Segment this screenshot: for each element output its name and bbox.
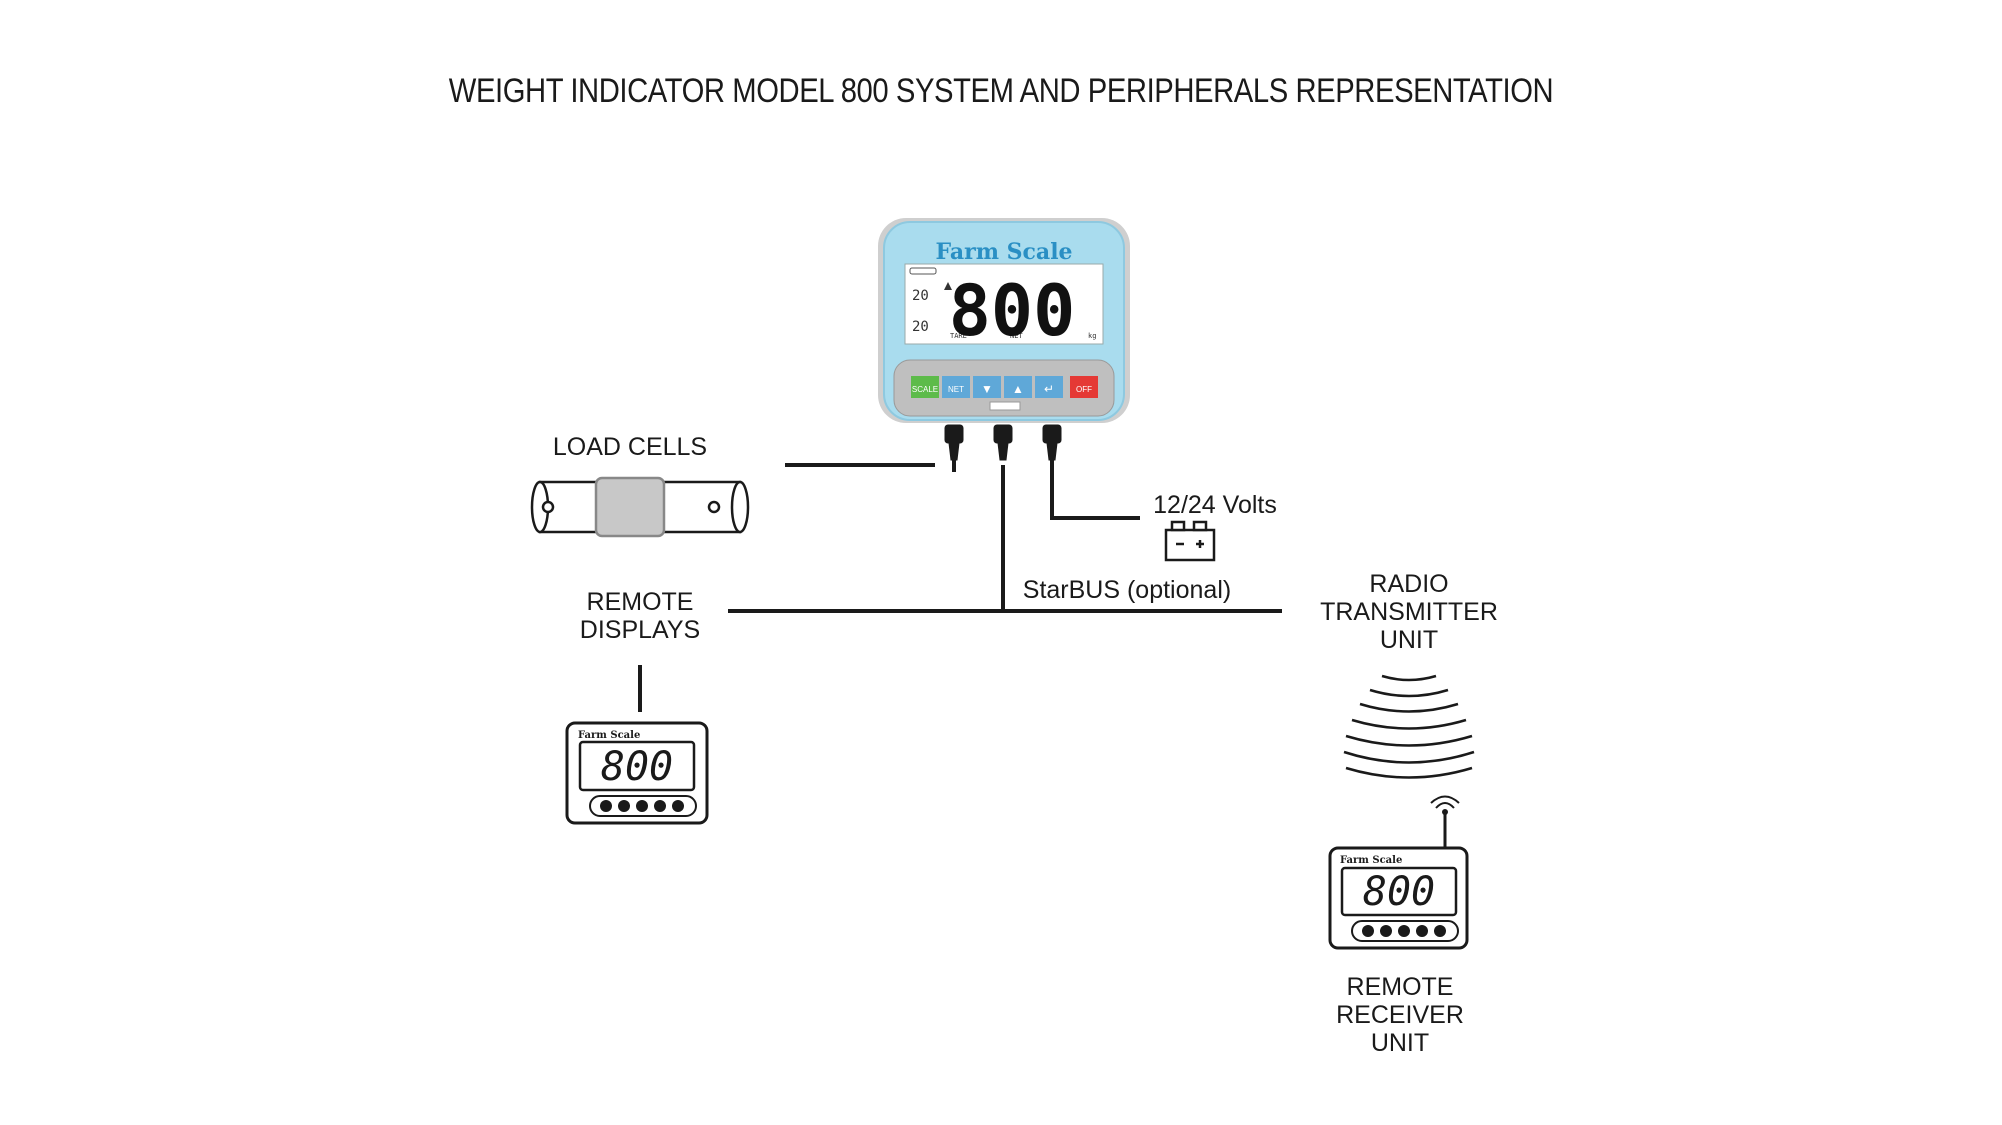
volts-label: 12/24 Volts (1153, 491, 1277, 519)
receiver-signal-icon (1435, 802, 1455, 809)
button-scale[interactable] (911, 376, 939, 398)
connection-lines (638, 460, 1282, 712)
lcd-side-readouts: 20 20 TARE NET kg (909, 267, 1096, 340)
remote-receiver-reading: 800 (1363, 869, 1435, 915)
svg-text:20: 20 (912, 288, 929, 304)
starbus-label: StarBUS (optional) (1022, 576, 1232, 604)
svg-text:kg: kg (1088, 332, 1096, 340)
load-cells-label: LOAD CELLS (552, 433, 708, 461)
button-off[interactable] (1070, 376, 1098, 398)
remote-display-brand: Farm Scale (578, 730, 640, 741)
indicator-buttons: SCALE NET ▼ ▲ ↵ OFF (911, 376, 1098, 398)
button-down-icon: ▼ (981, 382, 993, 396)
button-up-icon: ▲ (1012, 382, 1024, 396)
button-down[interactable] (973, 376, 1001, 398)
connector-power (1042, 424, 1062, 461)
radio-waves-icon (1343, 674, 1475, 779)
remote-display-device: Farm Scale 800 (565, 721, 709, 825)
button-net[interactable] (942, 376, 970, 398)
svg-text:20: 20 (912, 319, 929, 335)
indicator-reading: 800 (949, 270, 1075, 352)
svg-text:TARE: TARE (950, 332, 967, 340)
button-net-label: NET (948, 385, 964, 394)
remote-receiver-brand: Farm Scale (1340, 855, 1402, 866)
indicator-brand: Farm Scale (935, 239, 1072, 265)
connector-starbus (993, 424, 1013, 461)
button-up[interactable] (1004, 376, 1032, 398)
indicator-model-plate (989, 401, 1021, 411)
radio-transmitter-label: RADIO TRANSMITTER UNIT (1320, 570, 1498, 654)
power-line (1050, 460, 1140, 520)
battery-icon (1164, 520, 1216, 562)
weight-indicator: Farm Scale 20 20 TARE NET kg 800 SCALE N… (878, 218, 1130, 472)
svg-text:NET: NET (1010, 332, 1023, 340)
remote-receiver-label: REMOTE RECEIVER UNIT (1336, 973, 1464, 1057)
button-off-label: OFF (1076, 385, 1092, 394)
button-scale-label: SCALE (912, 385, 938, 394)
button-enter[interactable] (1035, 376, 1063, 398)
load-cell (530, 476, 750, 538)
indicator-lcd (904, 263, 1104, 345)
indicator-connectors (944, 424, 1062, 472)
remote-display-reading: 800 (601, 744, 673, 790)
remote-receiver-device: Farm Scale 800 (1328, 795, 1469, 950)
remote-displays-label: REMOTE DISPLAYS (579, 588, 701, 644)
button-enter-icon: ↵ (1044, 382, 1054, 396)
connector-load-cell (944, 424, 964, 472)
page-title: WEIGHT INDICATOR MODEL 800 SYSTEM AND PE… (448, 72, 1554, 110)
